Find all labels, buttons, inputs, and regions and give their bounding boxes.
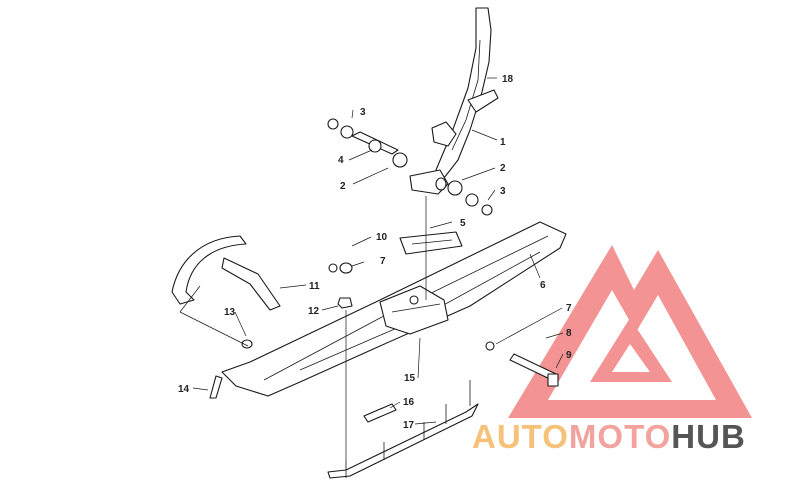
callout-17: 17 [403,420,415,431]
callout-8: 8 [566,328,572,339]
callout-5: 5 [460,218,466,229]
callout-2-right: 2 [500,163,506,174]
watermark-text: AUTOMOTOHUB [472,418,746,456]
watermark-logo [508,245,752,418]
callout-14: 14 [178,384,190,395]
callout-7-left: 7 [380,256,386,267]
spindle [409,7,499,195]
leader-lines [179,77,564,460]
callout-9: 9 [566,350,572,361]
watermark-hub: HUB [671,418,746,455]
ski-body [221,221,567,397]
hardware-upper [327,118,493,216]
ski-loop [171,235,281,311]
callout-labels: 18 1 2 2 3 3 4 5 6 7 7 8 9 10 11 12 13 1… [178,74,572,431]
callout-13: 13 [224,307,236,318]
callout-4: 4 [338,155,344,166]
watermark-auto: AUTO [472,418,569,455]
callout-15: 15 [404,373,416,384]
carbide-runner [327,380,479,479]
callout-11: 11 [309,281,320,292]
callout-7-right: 7 [566,303,572,314]
watermark-moto: MOTO [568,418,672,455]
callout-3-upper: 3 [360,107,366,118]
callout-10: 10 [376,232,388,243]
ski-saddle [399,231,463,255]
hardware-lower [209,262,559,423]
callout-6: 6 [540,280,546,291]
callout-1: 1 [500,137,506,148]
callout-3-right: 3 [500,186,506,197]
callout-2-left: 2 [340,181,346,192]
callout-18: 18 [502,74,514,85]
callout-16: 16 [403,397,415,408]
callout-12: 12 [308,306,320,317]
